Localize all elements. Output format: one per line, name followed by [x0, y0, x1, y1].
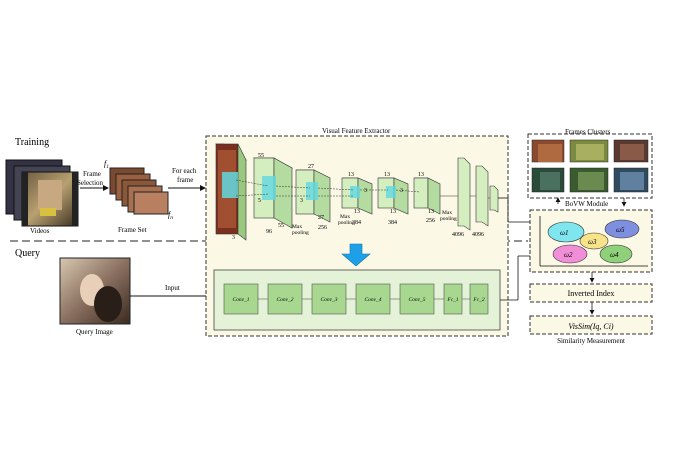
cluster-thumbnails — [531, 139, 649, 193]
layer-label-conv4: Conv_4 — [364, 296, 381, 303]
bovw-module-label: BoVW Module — [565, 200, 608, 208]
videos-label: Videos — [30, 227, 50, 235]
frames-clusters-title: Frames Clusters — [565, 128, 611, 136]
layer-label-conv2: Conv_2 — [276, 297, 293, 303]
dim-c4-top: 13 — [384, 172, 390, 178]
cluster-ellipse-3 — [579, 232, 609, 250]
max-pooling-1a: Max — [292, 224, 302, 230]
layer-label-fc1: Fc_1 — [446, 297, 459, 303]
for-each-frame-label-1: For each — [172, 167, 197, 175]
dim-fc1: 4096 — [452, 232, 464, 238]
cluster-ellipse-4 — [599, 244, 633, 264]
training-label: Training — [15, 137, 49, 148]
dim-c2-top: 27 — [308, 164, 314, 170]
max-pooling-3b: pooling — [440, 216, 457, 222]
layer-label-conv5: Conv_5 — [408, 297, 425, 303]
frame-set-icon — [109, 167, 169, 215]
for-each-frame-label-2: frame — [177, 176, 193, 184]
cluster-ellipses — [547, 219, 640, 264]
vissim-label: VisSim(Iq, Ci) — [568, 322, 614, 331]
layer-box-conv2 — [267, 283, 303, 315]
frame-set-label: Frame Set — [118, 226, 147, 234]
dim-c4-kernel: 3 — [400, 188, 403, 194]
dim-c3-top: 13 — [348, 172, 354, 178]
max-pooling-1b: pooling — [292, 230, 309, 236]
inverted-index-box — [529, 283, 653, 303]
layer-box-conv3 — [311, 283, 347, 315]
cluster-label-1: ω1 — [560, 229, 568, 237]
cluster-ellipse-5 — [604, 219, 640, 239]
frame-selection-label-1: Frame — [83, 170, 101, 178]
frame-first-label: f1 — [104, 159, 109, 170]
cluster-ellipse-2 — [552, 244, 588, 264]
dim-c1-kernel: 5 — [258, 198, 261, 204]
dim-c5-depth: 256 — [426, 218, 435, 224]
cluster-label-4: ω4 — [610, 251, 619, 259]
dim-c2-bottom: 27 — [318, 215, 324, 221]
cluster-label-3: ω3 — [588, 238, 597, 246]
dim-c5-bottom: 13 — [428, 209, 434, 215]
input-label: Input — [165, 284, 180, 292]
dim-c2-depth: 256 — [318, 225, 327, 231]
layer-label-conv3: Conv_3 — [320, 297, 337, 303]
cnn-architecture — [215, 143, 499, 241]
extractor-title: Visual Feature Extractor — [322, 127, 391, 135]
share-weights-arrow — [341, 243, 371, 267]
cluster-ellipse-1 — [547, 221, 585, 243]
max-pooling-2b: pooling — [338, 220, 355, 226]
cluster-label-2: ω2 — [564, 251, 573, 259]
dim-c1-bottom: 55 — [278, 223, 284, 229]
layer-box-conv5 — [399, 283, 435, 315]
max-pooling-2a: Max — [340, 214, 350, 220]
dim-c4-bottom: 13 — [390, 209, 396, 215]
layer-label-conv1: Conv_1 — [232, 297, 249, 303]
layer-label-fc2: Fc_2 — [472, 297, 485, 303]
dim-c3-kernel: 3 — [364, 188, 367, 194]
similarity-measurement-label: Similarity Measurement — [557, 337, 625, 345]
dim-c1-top: 55 — [258, 153, 264, 159]
layer-box-conv1 — [223, 283, 259, 315]
query-label: Query — [15, 248, 40, 259]
dim-c3-depth: 384 — [352, 220, 361, 226]
dim-c4-depth: 384 — [388, 220, 397, 226]
layer-box-conv4 — [355, 283, 391, 315]
dim-c1-depth: 96 — [266, 229, 272, 235]
dim-c5-top: 13 — [418, 172, 424, 178]
inverted-index-label: Inverted Index — [568, 289, 615, 298]
dim-c2-kernel: 3 — [300, 198, 303, 204]
layer-boxes — [223, 283, 489, 315]
cluster-label-5: ω5 — [616, 226, 625, 234]
vissim-box — [529, 315, 653, 335]
query-image-label: Query Image — [76, 328, 113, 336]
frame-last-label: fn — [168, 210, 173, 221]
query-image — [59, 257, 131, 325]
frame-selection-label-2: Selection — [77, 179, 104, 187]
max-pooling-3a: Max — [442, 210, 452, 216]
videos-stack-icon — [5, 159, 79, 227]
dim-c3-bottom: 13 — [354, 209, 360, 215]
dim-input-side: 3 — [232, 235, 235, 241]
dim-fc2: 4096 — [472, 232, 484, 238]
